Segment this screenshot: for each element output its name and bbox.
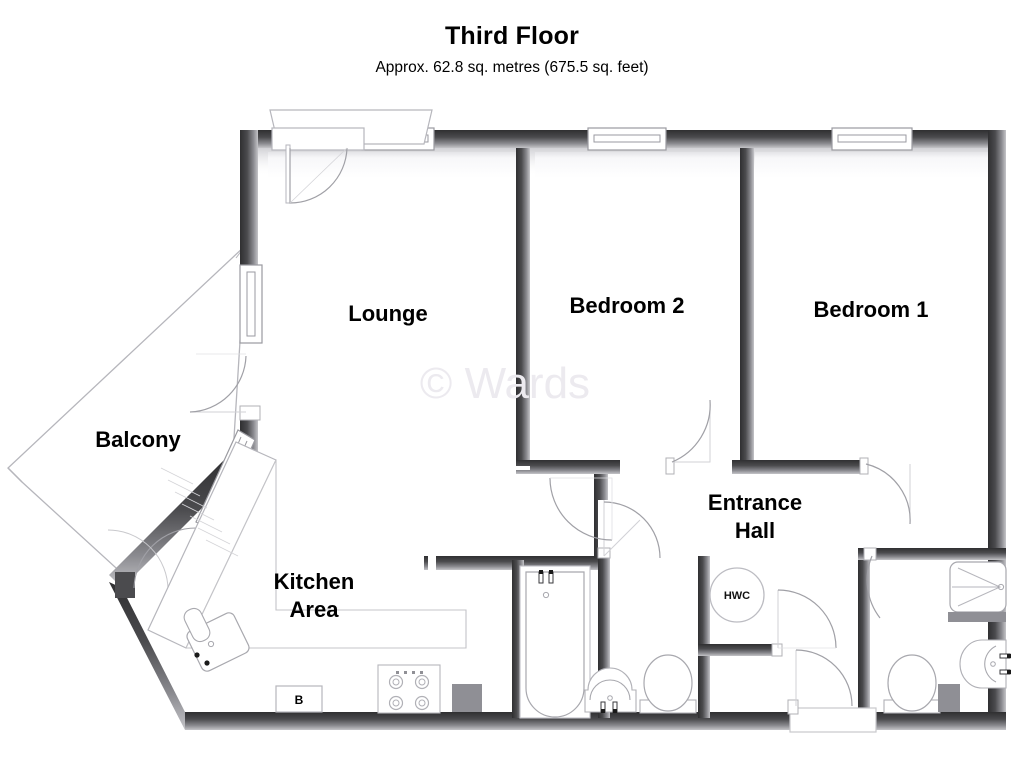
room-label-bedroom-1: Bedroom 1 xyxy=(814,297,929,322)
window-bedroom2-top xyxy=(587,127,667,151)
fixture-labels: HWC B xyxy=(295,590,751,707)
door-balcony-lower xyxy=(107,527,197,591)
door-hwc-cupboard xyxy=(771,589,837,657)
door-kitchen xyxy=(516,466,613,541)
door-ensuite xyxy=(863,547,881,619)
room-labels: Lounge Bedroom 2 Bedroom 1 Balcony Entra… xyxy=(95,293,928,622)
patio-door-lounge xyxy=(269,109,433,204)
kitchen-fixtures xyxy=(147,441,482,714)
room-label-kitchen-area-line2: Area xyxy=(290,597,340,622)
door-bedroom-2 xyxy=(620,399,711,476)
room-label-balcony: Balcony xyxy=(95,427,181,452)
kitchen-hob xyxy=(377,664,441,714)
watermark: © Wards xyxy=(420,359,590,408)
bath-tub xyxy=(519,565,591,719)
room-label-bedroom-2: Bedroom 2 xyxy=(570,293,685,318)
floor-fills xyxy=(258,148,1004,178)
ensuite-fixtures xyxy=(883,561,1011,714)
bathroom-basin xyxy=(584,667,637,713)
door-bathroom xyxy=(597,500,661,559)
ensuite-toilet xyxy=(883,654,941,714)
boiler-box xyxy=(275,685,323,713)
door-bedroom-1 xyxy=(859,457,911,525)
kitchen-sink xyxy=(183,607,250,672)
boiler-label: B xyxy=(295,693,304,707)
room-label-entrance-hall-line2: Hall xyxy=(735,518,775,543)
interior-walls xyxy=(424,148,1006,718)
room-label-lounge: Lounge xyxy=(348,301,427,326)
bathroom-fixtures xyxy=(519,565,697,719)
shower-tray xyxy=(948,561,1007,622)
hot-water-cylinder xyxy=(709,567,765,623)
ensuite-basin xyxy=(959,639,1011,689)
door-balcony xyxy=(189,353,261,421)
room-label-kitchen-area: Kitchen xyxy=(274,569,355,594)
doors xyxy=(107,353,911,733)
window-bedroom1-top xyxy=(831,127,913,151)
window-lounge-left xyxy=(239,264,263,344)
room-label-entrance-hall: Entrance xyxy=(708,490,802,515)
door-entrance-front xyxy=(787,649,877,733)
bathroom-toilet xyxy=(639,654,697,714)
hwc-label: HWC xyxy=(724,590,750,602)
